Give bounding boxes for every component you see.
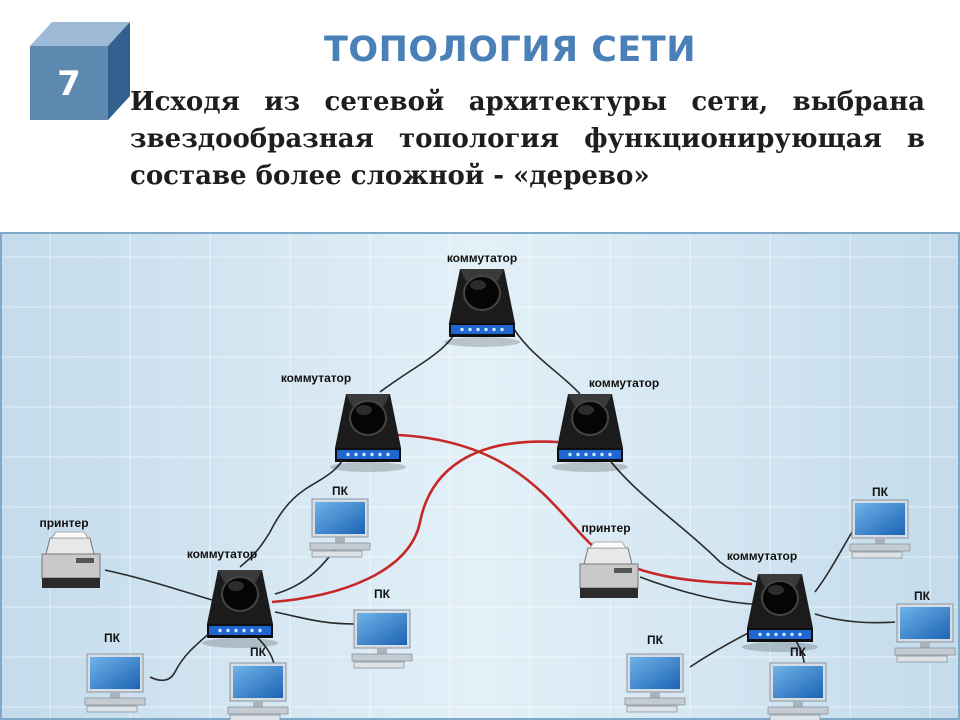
pc-left-right-icon [351,609,413,669]
pc-right-top-icon [849,499,911,559]
label-pc-right-top: ПК [872,485,889,499]
cable-printer-right [639,576,753,605]
slide-title: ТОПОЛОГИЯ СЕТИ [324,30,696,70]
label-switch-leaf-left: коммутатор [187,547,257,561]
background-grid [0,232,960,720]
slide-number: 7 [57,64,81,104]
label-pc-right-bottom: ПК [790,645,807,659]
label-printer-right: принтер [581,521,630,535]
label-switch-mid-left: коммутатор [281,371,351,385]
label-switch-mid-right: коммутатор [589,376,659,390]
label-pc-left-bottom: ПК [250,645,267,659]
label-pc-right-far: ПК [647,633,664,647]
cable-printer-left [104,569,213,601]
label-switch-root: коммутатор [447,251,517,265]
pc-left-bottom-icon [227,662,289,720]
pc-right-far-icon [624,653,686,713]
label-pc-right-mid: ПК [914,589,931,603]
cable-pc-right-mid [814,613,896,624]
label-pc-left-far: ПК [104,631,121,645]
cable-pc-left-right [274,611,356,625]
cable-pc-left-top [274,541,341,595]
label-printer-left: принтер [39,516,88,530]
label-pc-left-right: ПК [374,587,391,601]
label-pc-left-top: ПК [332,484,349,498]
red-link-midright-leafleft [271,440,559,604]
label-switch-leaf-right: коммутатор [727,549,797,563]
pc-left-far-icon [84,653,146,713]
cable-midright-leafright [599,446,766,585]
slide-body-text: Исходя из сетевой архитектуры сети, выбр… [130,87,925,191]
pc-left-top-icon [309,498,371,558]
cable-pc-left-far [149,623,221,682]
cable-pc-right-top [814,526,856,593]
pc-right-mid-icon [894,603,956,663]
tree-topology-diagram: коммутатор коммутатор коммутатор коммута… [0,232,960,720]
cable-midleft-leafleft [239,446,351,568]
slide-number-cube: 7 [30,22,130,120]
pc-right-bottom-icon [767,662,829,720]
cable-root-midright [509,321,581,395]
